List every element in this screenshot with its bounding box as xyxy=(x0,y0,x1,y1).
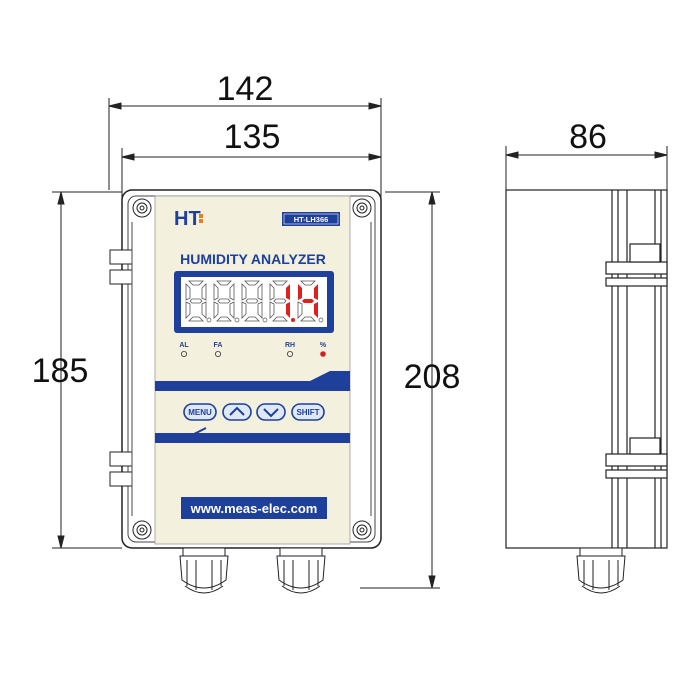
brand-logo: HT xyxy=(174,208,203,230)
chevron-down-icon xyxy=(263,408,279,418)
display-digit xyxy=(213,280,240,323)
display-digit xyxy=(241,280,268,323)
down-button[interactable] xyxy=(256,403,286,421)
display-segment xyxy=(241,301,247,319)
display-segment xyxy=(314,284,318,300)
dim-inner-width xyxy=(121,148,382,200)
display-segment xyxy=(185,301,191,319)
display-segment xyxy=(188,280,204,286)
dim-inner-width-label: 135 xyxy=(224,118,281,156)
display-segment xyxy=(213,283,219,301)
model-badge: HT-LH366 xyxy=(282,212,340,226)
indicator-fa: FA xyxy=(214,342,223,357)
display-segment xyxy=(241,283,247,301)
display-segment xyxy=(245,298,259,304)
indicator-al: AL xyxy=(179,342,189,357)
svg-text:AL: AL xyxy=(179,342,189,349)
svg-text:SHIFT: SHIFT xyxy=(296,408,319,417)
decimal-point xyxy=(318,317,324,323)
display-segment xyxy=(298,284,302,300)
panel-band xyxy=(155,371,350,443)
display-segment xyxy=(300,316,316,322)
svg-text:FA: FA xyxy=(214,342,223,349)
dim-depth xyxy=(505,146,668,190)
svg-text:%: % xyxy=(320,342,327,349)
chevron-up-icon xyxy=(229,406,245,416)
front-panel xyxy=(154,195,351,545)
enclosure-side xyxy=(505,189,668,549)
display-segment xyxy=(272,316,288,322)
display-segment xyxy=(272,280,288,286)
svg-text:RH: RH xyxy=(285,342,295,349)
svg-text:HT: HT xyxy=(174,208,201,230)
display-segment xyxy=(201,301,207,319)
decimal-point xyxy=(291,318,295,322)
dim-depth-label: 86 xyxy=(569,118,607,156)
display-segment xyxy=(257,283,263,301)
display-segment xyxy=(244,316,260,322)
cable-gland-side xyxy=(576,547,626,594)
dim-body-height xyxy=(52,191,122,549)
svg-text:HT-LH366: HT-LH366 xyxy=(294,215,329,224)
display-digit xyxy=(297,280,324,323)
display-segment xyxy=(300,280,316,286)
screw-icon xyxy=(132,198,372,540)
display-segment xyxy=(216,280,232,286)
display-digit xyxy=(269,280,295,322)
display-segment xyxy=(273,298,287,304)
device-title: HUMIDITY ANALYZER xyxy=(180,251,326,267)
display-segment xyxy=(189,298,203,304)
display-segment xyxy=(302,299,314,303)
display-segment xyxy=(201,283,207,301)
seven-segment-display xyxy=(174,271,334,333)
menu-button[interactable]: MENU xyxy=(183,403,217,421)
dim-body-height-label: 185 xyxy=(32,352,89,390)
display-segment xyxy=(217,298,231,304)
shift-button[interactable]: SHIFT xyxy=(291,403,325,421)
display-segment xyxy=(213,301,219,319)
decimal-point xyxy=(234,317,240,323)
display-segment xyxy=(269,283,275,301)
dim-total-width-label: 142 xyxy=(217,70,274,108)
cable-gland-right xyxy=(276,547,326,594)
display-segment xyxy=(269,301,275,319)
indicator-percent: % xyxy=(320,342,327,357)
display-segment xyxy=(185,283,191,301)
display-segment xyxy=(229,283,235,301)
decimal-point xyxy=(262,317,268,323)
display-segment xyxy=(286,284,290,300)
display-segment xyxy=(229,301,235,319)
display-digit xyxy=(185,280,212,323)
display-segment xyxy=(314,302,318,318)
dim-total-height xyxy=(360,191,440,589)
cable-gland-left xyxy=(179,547,229,594)
svg-text:www.meas-elec.com: www.meas-elec.com xyxy=(190,501,318,516)
display-segment xyxy=(257,301,263,319)
dim-total-height-label: 208 xyxy=(404,358,461,396)
up-button[interactable] xyxy=(222,403,252,421)
display-segment xyxy=(297,301,303,319)
decimal-point xyxy=(206,317,212,323)
indicator-rh: RH xyxy=(285,342,295,357)
display-segment xyxy=(286,302,290,318)
svg-text:MENU: MENU xyxy=(188,408,212,417)
display-segment xyxy=(244,280,260,286)
display-segment xyxy=(188,316,204,322)
website-banner: www.meas-elec.com xyxy=(181,497,327,519)
display-segment xyxy=(216,316,232,322)
